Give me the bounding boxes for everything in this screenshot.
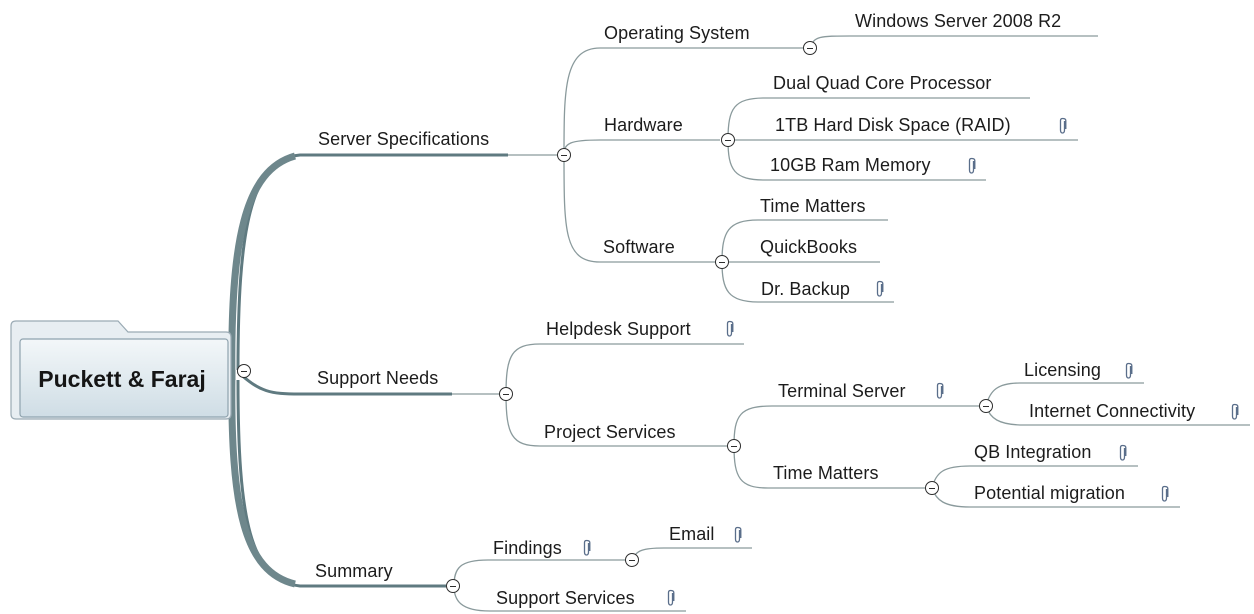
paperclip-icon[interactable] <box>666 589 676 607</box>
topic-software[interactable]: Software <box>603 237 675 257</box>
collapse-toggle-summary[interactable] <box>446 579 460 593</box>
topic-findings[interactable]: Findings <box>493 538 562 558</box>
link-operating-system <box>563 47 804 156</box>
link-terminal-server <box>733 405 986 447</box>
paperclip-icon[interactable] <box>582 539 592 557</box>
link-windows-server <box>809 35 1098 49</box>
link-email <box>631 547 752 561</box>
topic-operating-system[interactable]: Operating System <box>604 23 750 43</box>
paperclip-icon[interactable] <box>1124 362 1134 380</box>
topic-hardware[interactable]: Hardware <box>604 115 683 135</box>
link-hardware <box>563 139 720 156</box>
link-software <box>563 154 716 263</box>
topic-time-matters-project[interactable]: Time Matters <box>773 463 879 483</box>
collapse-toggle-software[interactable] <box>715 255 729 269</box>
link-10gb <box>727 139 986 181</box>
main-branch-summary-thick <box>228 369 296 588</box>
collapse-toggle-server-specs[interactable] <box>557 148 571 162</box>
paperclip-icon[interactable] <box>1118 444 1128 462</box>
topic-helpdesk-support[interactable]: Helpdesk Support <box>546 319 691 339</box>
main-branch-support-needs <box>236 370 452 396</box>
paperclip-icon[interactable] <box>935 382 945 400</box>
collapse-toggle-hardware[interactable] <box>721 133 735 147</box>
link-project-services <box>505 393 734 447</box>
central-topic-folder <box>10 320 232 420</box>
paperclip-icon[interactable] <box>1058 117 1068 135</box>
topic-dr-backup[interactable]: Dr. Backup <box>761 279 851 299</box>
topic-support-needs[interactable]: Support Needs <box>317 368 439 388</box>
paperclip-icon[interactable] <box>1230 403 1240 421</box>
topic-quickbooks[interactable]: QuickBooks <box>760 237 858 257</box>
paperclip-icon[interactable] <box>725 320 735 338</box>
topic-server-specifications[interactable]: Server Specifications <box>318 129 490 149</box>
collapse-toggle-terminal-server[interactable] <box>979 399 993 413</box>
paperclip-icon[interactable] <box>1160 485 1170 503</box>
collapse-toggle-project-services[interactable] <box>727 439 741 453</box>
topic-windows-server[interactable]: Windows Server 2008 R2 <box>855 11 1062 31</box>
paperclip-icon[interactable] <box>967 157 977 175</box>
link-time-matters-ps <box>733 445 932 489</box>
central-topic-title[interactable]: Puckett & Faraj <box>38 365 206 392</box>
main-branch-summary <box>236 379 446 588</box>
collapse-toggle-time-matters[interactable] <box>925 481 939 495</box>
topic-email[interactable]: Email <box>669 524 715 544</box>
collapse-toggle-findings[interactable] <box>625 553 639 567</box>
paperclip-icon[interactable] <box>733 526 743 544</box>
main-branch-server-specs-thick <box>228 152 297 381</box>
topic-dual-quad-core[interactable]: Dual Quad Core Processor <box>773 73 992 93</box>
topic-1tb-hard-disk[interactable]: 1TB Hard Disk Space (RAID) <box>775 115 1011 135</box>
topic-terminal-server[interactable]: Terminal Server <box>778 381 906 401</box>
topic-qb-integration[interactable]: QB Integration <box>974 442 1092 462</box>
topic-support-services[interactable]: Support Services <box>496 588 635 608</box>
main-branch-server-specs <box>236 153 508 371</box>
topic-internet-connectivity[interactable]: Internet Connectivity <box>1029 401 1196 421</box>
link-time-matters-sw <box>721 219 888 263</box>
topic-10gb-ram[interactable]: 10GB Ram Memory <box>770 155 931 175</box>
link-dual-quad <box>727 97 1030 141</box>
topic-summary[interactable]: Summary <box>315 561 393 581</box>
topic-potential-migration[interactable]: Potential migration <box>974 483 1125 503</box>
topic-licensing[interactable]: Licensing <box>1024 360 1101 380</box>
link-helpdesk <box>505 343 744 395</box>
topic-time-matters-software[interactable]: Time Matters <box>760 196 866 216</box>
paperclip-icon[interactable] <box>875 280 885 298</box>
topic-project-services[interactable]: Project Services <box>544 422 676 442</box>
collapse-toggle-root[interactable] <box>237 364 251 378</box>
link-dr-backup <box>721 261 894 303</box>
collapse-toggle-support-needs[interactable] <box>499 387 513 401</box>
collapse-toggle-operating-system[interactable] <box>803 41 817 55</box>
link-findings <box>453 559 632 587</box>
